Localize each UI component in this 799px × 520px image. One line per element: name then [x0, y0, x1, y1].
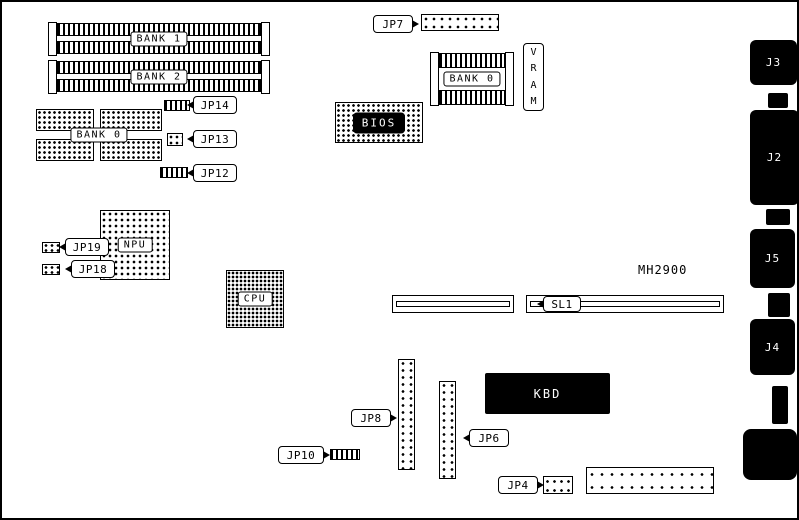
jp4-text: JP4 — [507, 478, 529, 492]
jp12-pointer — [187, 169, 194, 177]
simm-row — [439, 90, 505, 105]
simm-clip-right — [261, 60, 270, 94]
slot-opening — [530, 301, 720, 307]
jp10-text: JP10 — [286, 448, 316, 462]
power-header — [586, 467, 714, 494]
jp18-text: JP18 — [78, 262, 108, 276]
edge-bracket — [766, 209, 790, 225]
jp4-pointer — [537, 481, 544, 489]
bank0-label: BANK 0 — [70, 127, 128, 143]
bank1-label: BANK 1 — [130, 31, 188, 47]
jp4-pins — [543, 476, 573, 494]
jp14-text: JP14 — [200, 98, 230, 112]
edge-bracket — [768, 93, 788, 108]
jp8-text: JP8 — [360, 411, 382, 425]
kbd-controller: KBD — [485, 373, 610, 414]
vram-bank0-label: BANK 0 — [443, 71, 501, 87]
dram-chip — [36, 109, 94, 131]
jp6-pins — [439, 381, 456, 479]
jp8-pins — [398, 359, 415, 470]
simm-clip-left — [48, 22, 57, 56]
bank0-memory-group: BANK 0 — [36, 109, 162, 161]
edge-bracket — [772, 386, 788, 424]
jp13-label: JP13 — [187, 130, 237, 148]
sl1-label: SL1 — [537, 296, 581, 312]
bank2-label: BANK 2 — [130, 69, 188, 85]
jp13-text: JP13 — [200, 132, 230, 146]
jp10-pins — [330, 449, 360, 460]
jp19-pins — [42, 242, 60, 253]
vram-letter: A — [530, 79, 537, 91]
jp7-pointer — [412, 20, 419, 28]
vram-letters: V R A M — [524, 44, 543, 110]
bank1-simm-socket: BANK 1 — [48, 21, 270, 57]
npu-label: NPU — [117, 237, 153, 253]
vram-letter: R — [530, 63, 537, 75]
jp18-label: JP18 — [65, 260, 115, 278]
simm-row — [57, 41, 261, 54]
jp19-pointer — [59, 243, 66, 251]
jp6-label: JP6 — [463, 429, 509, 447]
jp4-label: JP4 — [498, 476, 544, 494]
bios-socket: BIOS — [335, 102, 423, 143]
expansion-slot-left — [392, 295, 514, 313]
edge-bracket — [768, 293, 790, 317]
board-marking: MH2900 — [638, 263, 688, 277]
jp13-pointer — [187, 135, 194, 143]
din-connector — [743, 429, 797, 480]
jp7-label: JP7 — [373, 15, 419, 33]
jp10-label: JP10 — [278, 446, 330, 464]
jp6-text: JP6 — [478, 431, 500, 445]
jp19-text: JP19 — [72, 240, 102, 254]
jp8-pointer — [390, 414, 397, 422]
vram-letter: V — [530, 46, 537, 58]
bank2-simm-socket: BANK 2 — [48, 59, 270, 95]
dram-chip — [100, 109, 162, 131]
jp6-pointer — [463, 434, 470, 442]
vram-letter: M — [530, 96, 537, 108]
jp10-pointer — [323, 451, 330, 459]
connector-j3: J3 — [750, 40, 797, 85]
jp14-pointer — [187, 101, 194, 109]
dram-chip — [36, 139, 94, 161]
sl1-text: SL1 — [551, 297, 573, 311]
sl1-pointer — [537, 300, 544, 308]
jp12-text: JP12 — [200, 166, 230, 180]
jp12-label: JP12 — [187, 164, 237, 182]
jp14-label: JP14 — [187, 96, 237, 114]
simm-clip-left — [430, 52, 439, 106]
bios-label: BIOS — [353, 112, 405, 133]
vram-label: V R A M — [523, 43, 544, 111]
jp19-label: JP19 — [59, 238, 109, 256]
simm-clip-left — [48, 60, 57, 94]
jp8-label: JP8 — [351, 409, 397, 427]
jp7-text: JP7 — [382, 17, 404, 31]
simm-clip-right — [261, 22, 270, 56]
jp18-pins — [42, 264, 60, 275]
connector-j4: J4 — [750, 319, 795, 375]
simm-row — [439, 53, 505, 68]
vram-bank0-socket: BANK 0 — [430, 51, 514, 107]
jp7-pins — [421, 14, 499, 31]
connector-j5: J5 — [750, 229, 795, 288]
slot-opening — [396, 301, 510, 307]
cpu-chip: CPU — [226, 270, 284, 328]
jp13-pins — [167, 133, 183, 146]
jp18-pointer — [65, 265, 72, 273]
simm-clip-right — [505, 52, 514, 106]
connector-j2: J2 — [750, 110, 799, 205]
cpu-label: CPU — [237, 291, 273, 307]
jp12-pins — [160, 167, 188, 178]
dram-chip — [100, 139, 162, 161]
